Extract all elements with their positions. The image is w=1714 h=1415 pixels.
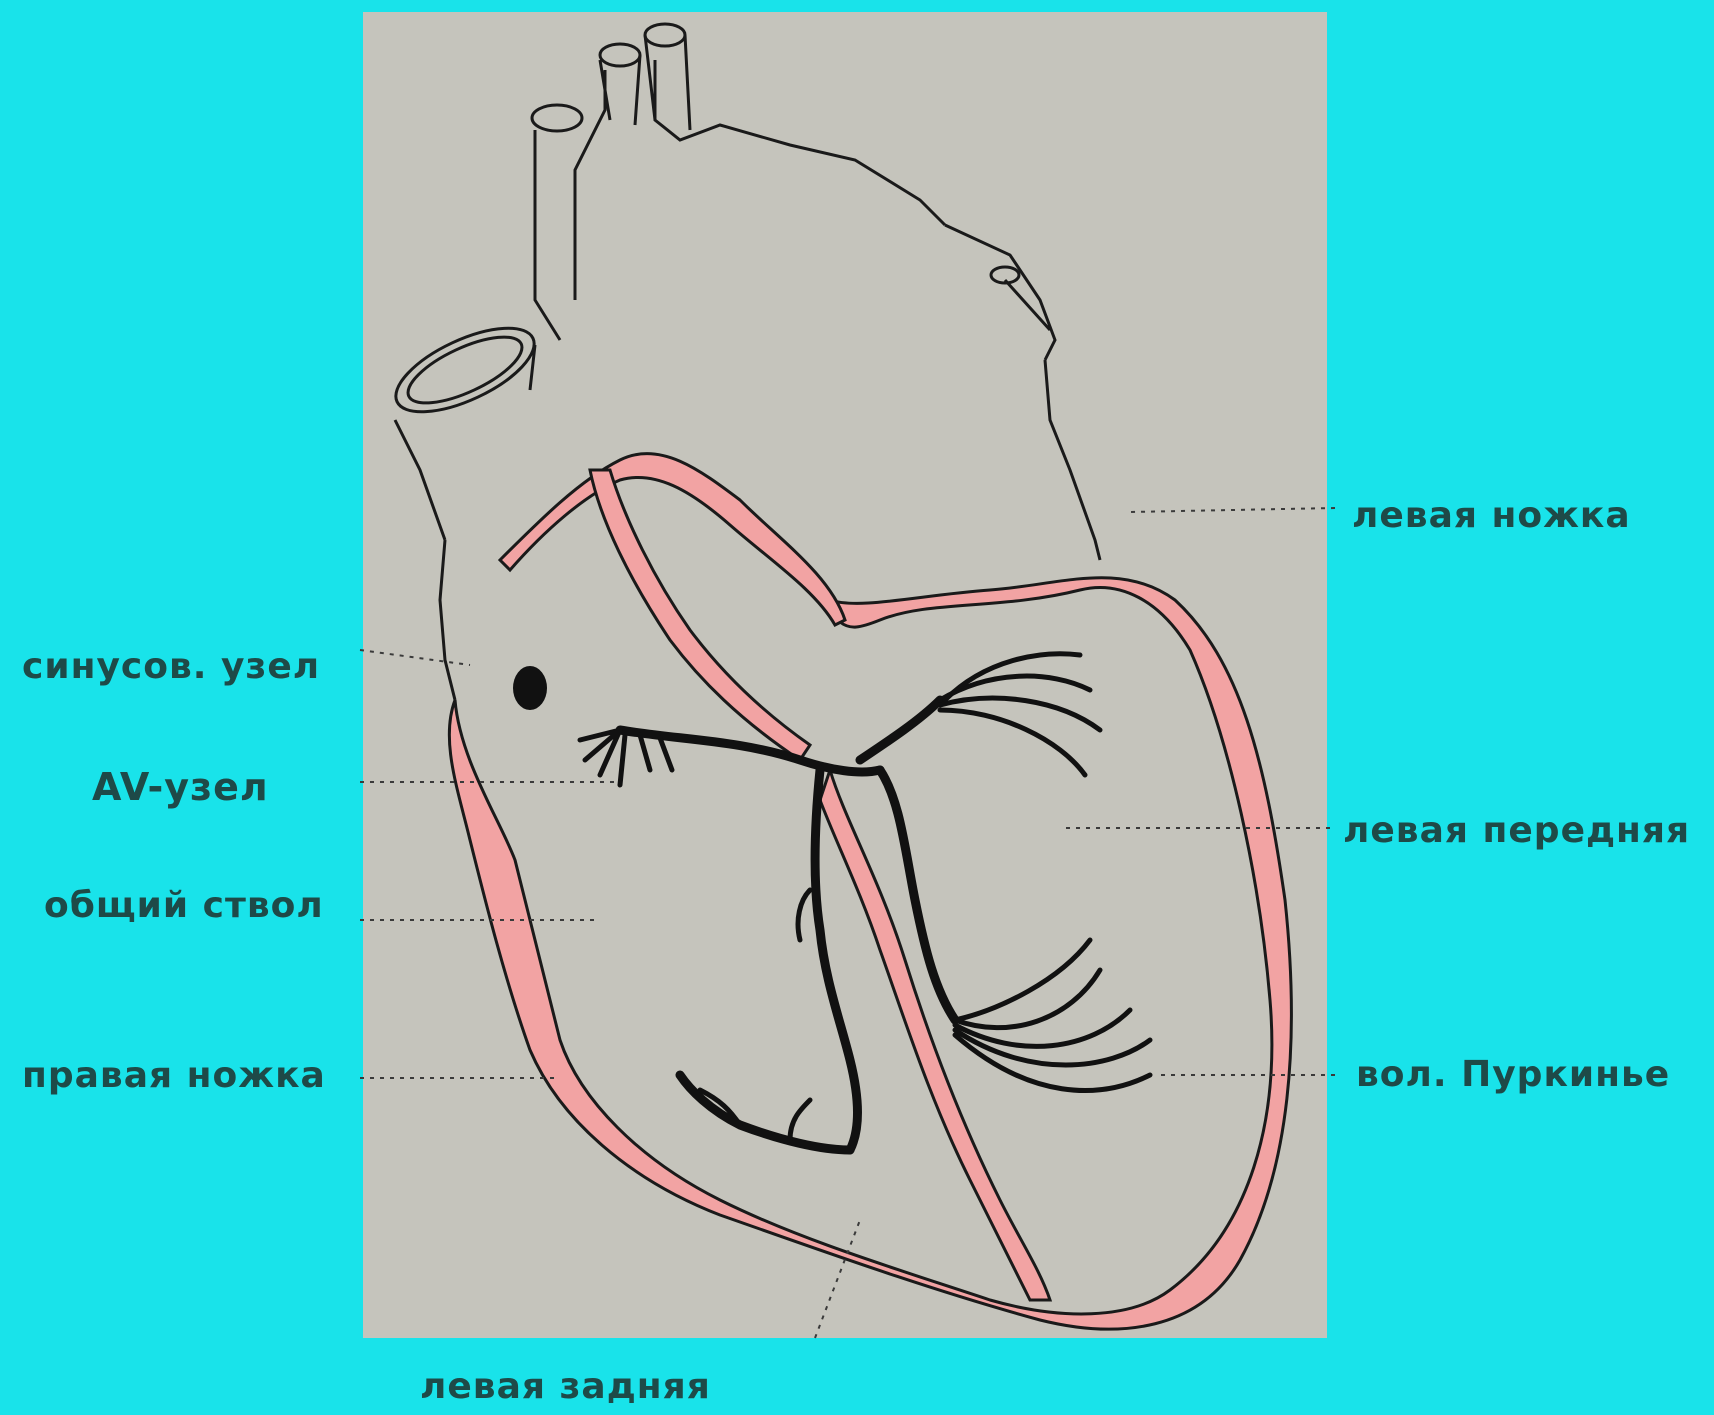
lower-fiber-1: [955, 970, 1100, 1028]
leader-sinus: [360, 650, 470, 665]
label-left-bundle: левая ножка: [1352, 498, 1631, 534]
ventricle-outer-wall: [449, 578, 1291, 1329]
septal-upper-band: [590, 470, 810, 760]
label-sinus-node: синусов. узел: [22, 649, 320, 685]
vessel-opening-1: [532, 105, 582, 131]
left-atrium-wall: [1045, 360, 1100, 560]
label-common-trunk: общий ствол: [44, 888, 324, 924]
label-av-node: AV-узел: [92, 768, 269, 806]
myocardium: [449, 454, 1291, 1330]
right-fiber-3: [798, 890, 810, 940]
label-left-anterior: левая передняя: [1343, 813, 1690, 849]
pulmonary-veins: [945, 225, 1055, 360]
left-anterior-stem: [860, 700, 940, 760]
vessel-opening-2: [600, 44, 640, 66]
leader-left-posterior: [815, 1220, 860, 1338]
atrial-band: [500, 454, 845, 625]
vena-cava-opening: [384, 311, 545, 429]
right-bundle-path: [680, 1075, 850, 1150]
sinus-node: [513, 666, 547, 710]
aortic-arch: [535, 60, 945, 340]
right-atrium-wall: [440, 540, 455, 700]
interventricular-septum: [820, 770, 1050, 1300]
lower-fiber-5: [955, 940, 1090, 1020]
av-fibers: [580, 730, 672, 785]
label-right-bundle: правая ножка: [22, 1058, 326, 1094]
vessel-trunk-3: [645, 35, 690, 130]
label-purkinje: вол. Пуркинье: [1356, 1057, 1670, 1093]
label-left-posterior: левая задняя: [420, 1369, 711, 1405]
upper-fiber-3: [940, 710, 1085, 775]
vessel-opening-3: [645, 24, 685, 46]
right-fiber-2: [790, 1100, 810, 1140]
leader-left-bundle: [1130, 508, 1335, 512]
